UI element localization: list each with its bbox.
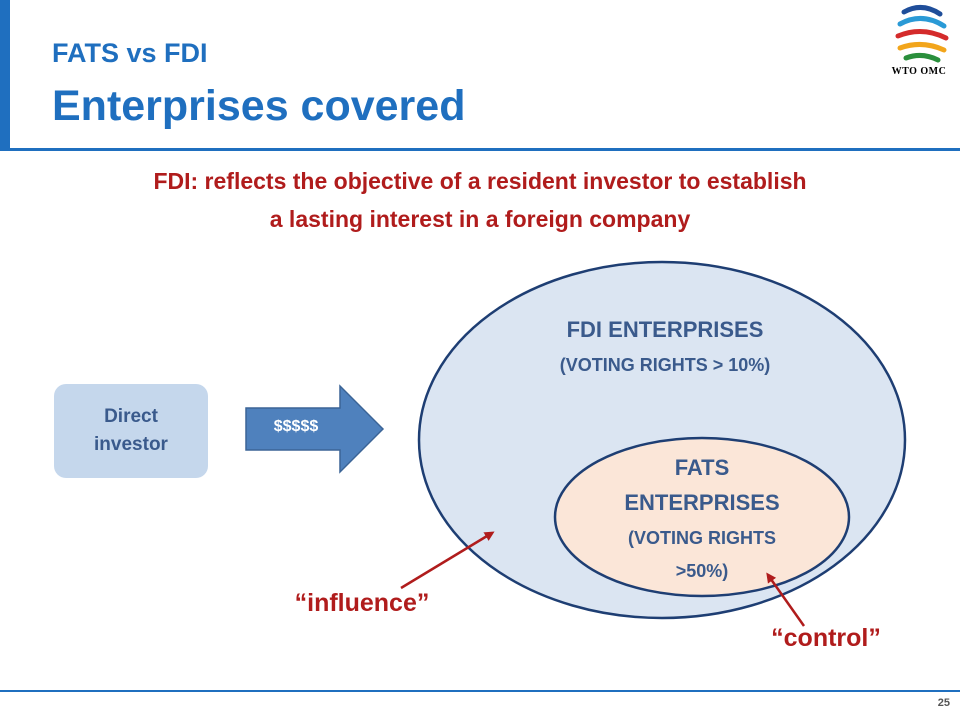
slide-title: Enterprises covered bbox=[52, 82, 466, 130]
definition-line-1: FDI: reflects the objective of a residen… bbox=[153, 168, 807, 194]
fats-enterprises-ellipse bbox=[553, 436, 851, 598]
control-arrow bbox=[766, 572, 806, 627]
investor-label-line-2: investor bbox=[94, 434, 168, 455]
wto-logo-icon bbox=[895, 5, 949, 63]
slide-subtitle: FATS vs FDI bbox=[52, 38, 208, 68]
definition-line-2: a lasting interest in a foreign company bbox=[269, 206, 691, 232]
direct-investor-box: Direct investor bbox=[54, 384, 208, 478]
fats-line-3: (VOTING RIGHTS bbox=[628, 528, 776, 548]
fats-line-1: FATS bbox=[674, 455, 730, 480]
fats-line-4: >50%) bbox=[675, 561, 729, 581]
header-divider bbox=[0, 148, 960, 151]
investor-label-line-1: Direct bbox=[104, 406, 158, 427]
arrow-label: $$$$$ bbox=[273, 418, 319, 435]
fats-line-2: ENTERPRISES bbox=[624, 490, 780, 515]
logo-text: WTO OMC bbox=[891, 66, 947, 77]
fdi-enterprises-subtitle: (VOTING RIGHTS > 10%) bbox=[559, 355, 771, 375]
header-accent-bar bbox=[0, 0, 10, 148]
fdi-enterprises-title: FDI ENTERPRISES bbox=[566, 317, 764, 342]
influence-label: “influence” bbox=[294, 589, 430, 617]
control-label: “control” bbox=[771, 624, 881, 652]
page-number: 25 bbox=[937, 697, 950, 709]
money-flow-arrow bbox=[245, 384, 385, 474]
footer-divider bbox=[0, 690, 960, 692]
influence-arrow bbox=[400, 531, 495, 590]
